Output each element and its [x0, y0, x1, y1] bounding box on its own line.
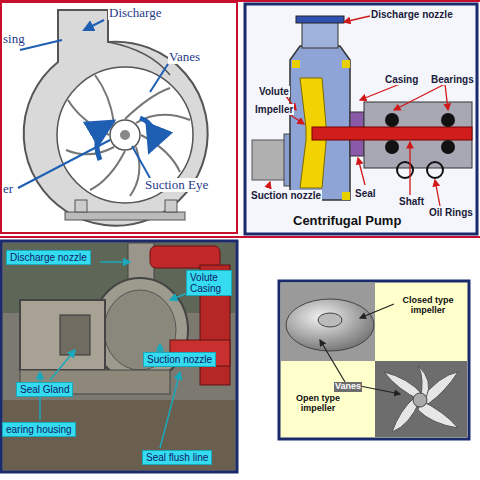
part-label: Vanes — [168, 50, 201, 64]
node-text: earing housing — [6, 424, 72, 435]
node-text: Suction nozzle — [147, 354, 212, 365]
callout-box: Seal flush line — [142, 450, 212, 465]
part-label: sing — [2, 32, 26, 46]
part-label: Suction nozzle — [250, 190, 322, 201]
callout-box: Volute Casing — [186, 270, 232, 296]
node-text: Seal Gland — [20, 384, 69, 395]
part-label: Suction Eye — [144, 178, 209, 192]
part-label: Shaft — [398, 196, 425, 207]
part-label: Volute — [258, 86, 290, 97]
impeller-box: Closed type impeller — [394, 294, 462, 318]
part-label: Vanes — [334, 382, 362, 392]
part-label: Bearings — [430, 74, 475, 85]
callout-box: Suction nozzle — [143, 352, 216, 367]
callout-box: Discharge nozzle — [6, 250, 91, 265]
node-text: Discharge nozzle — [10, 252, 87, 263]
node-text: Seal flush line — [146, 452, 208, 463]
part-label: er — [2, 182, 14, 196]
part-label: Oil Rings — [428, 207, 474, 218]
node-text: Open type impeller — [287, 394, 349, 414]
impeller-box: Open type impeller — [284, 392, 352, 416]
part-label: Centrifugal Pump — [292, 214, 402, 228]
part-label: Discharge nozzle — [370, 9, 454, 20]
callout-box: Seal Gland — [16, 382, 73, 397]
part-label: Casing — [384, 74, 419, 85]
part-label: Discharge — [108, 6, 162, 20]
part-label: Impeller — [254, 104, 294, 115]
node-text: Closed type impeller — [397, 296, 459, 316]
part-label: Seal — [354, 188, 377, 199]
callout-box: earing housing — [2, 422, 76, 437]
node-text: Volute Casing — [190, 272, 228, 294]
